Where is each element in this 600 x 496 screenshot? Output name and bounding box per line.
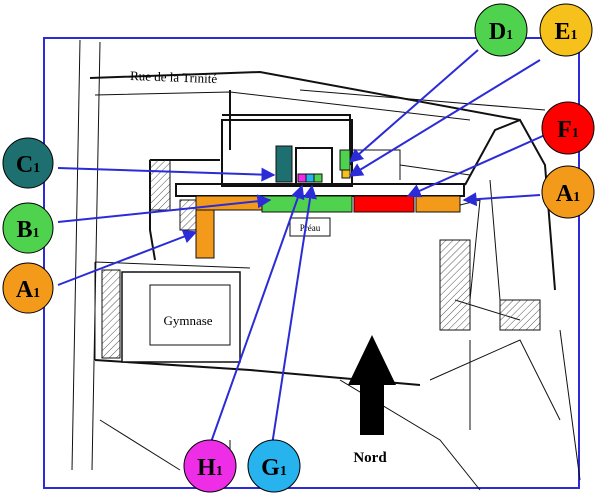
zone-h1-magenta <box>297 173 307 183</box>
arrow-h1 <box>209 184 305 446</box>
marker-d1: D1 <box>474 3 528 57</box>
marker-a1-right: A1 <box>541 165 595 219</box>
hatched-block-small <box>179 199 197 231</box>
courtyard-shelter-label: Préau <box>300 223 321 233</box>
street-name: Rue de la Trinité <box>130 68 218 86</box>
svg-text:E1: E1 <box>554 19 577 45</box>
svg-text:F1: F1 <box>557 117 579 143</box>
svg-text:C1: C1 <box>16 152 40 178</box>
zone-g1-cyan <box>305 173 315 183</box>
zone-a1-orange-left <box>195 209 215 259</box>
arrow-g1 <box>271 184 317 446</box>
marker-a1-left: A1 <box>2 262 54 314</box>
arrow-b1 <box>57 194 272 223</box>
gymnasium-inner <box>149 284 231 346</box>
zone-b1-green <box>261 195 353 213</box>
svg-text:H1: H1 <box>197 455 223 481</box>
arrow-d1 <box>348 49 479 163</box>
zone-f1-red <box>353 195 415 213</box>
zone-e1-yellow <box>341 169 351 179</box>
zone-a1-orange-left-top <box>195 195 263 211</box>
svg-text:D1: D1 <box>489 19 513 45</box>
zone-green-small <box>313 173 323 183</box>
marker-c1: C1 <box>2 137 54 189</box>
arrow-f1 <box>406 134 546 198</box>
svg-text:A1: A1 <box>556 181 580 207</box>
arrow-c1 <box>57 167 276 182</box>
marker-h1: H1 <box>183 439 237 493</box>
zone-c1-teal <box>275 145 293 183</box>
marker-b1: B1 <box>2 202 54 254</box>
courtyard-shelter <box>289 217 331 237</box>
marker-g1: G1 <box>247 439 301 493</box>
arrow-a1-left <box>57 229 198 286</box>
hatched-block-east <box>439 239 471 331</box>
north-arrow-icon <box>348 335 396 435</box>
gymnasium-label: Gymnase <box>163 313 212 328</box>
arrow-a1-right <box>462 192 541 207</box>
arrow-e1 <box>348 59 541 177</box>
svg-text:B1: B1 <box>16 217 39 243</box>
svg-text:A1: A1 <box>16 277 40 303</box>
zone-a1-orange-right <box>415 195 461 213</box>
north-arrow <box>348 335 396 435</box>
svg-text:G1: G1 <box>261 455 287 481</box>
hatched-block-west <box>101 269 121 359</box>
north-label: Nord <box>353 450 387 466</box>
zone-d1-green <box>339 149 351 171</box>
marker-f1: F1 <box>541 101 595 155</box>
marker-e1: E1 <box>539 3 593 57</box>
hatched-block-north <box>149 159 171 211</box>
location-arrows <box>57 49 546 446</box>
hatched-block-se <box>499 299 541 331</box>
gymnasium-building <box>121 271 241 363</box>
